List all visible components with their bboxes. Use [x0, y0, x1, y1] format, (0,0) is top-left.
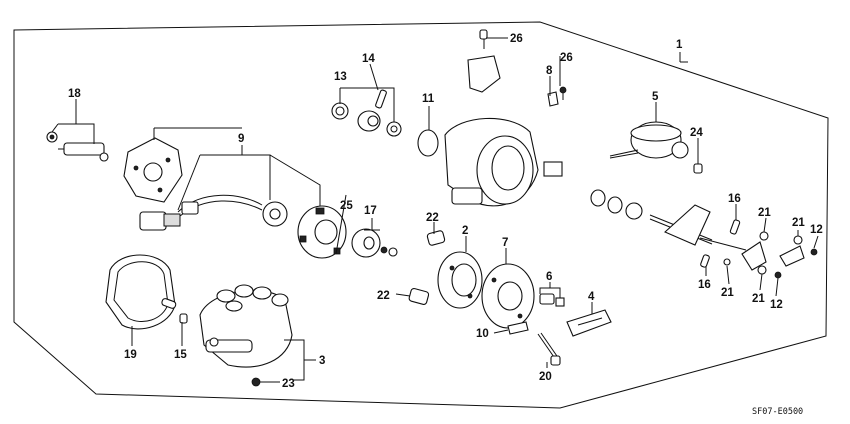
callout-16a: 16 [728, 193, 741, 205]
callout-14: 14 [362, 53, 375, 65]
callout-22b: 22 [377, 290, 390, 302]
callout-25: 25 [340, 200, 353, 212]
part-23-screw [251, 377, 272, 387]
callout-11: 11 [422, 93, 435, 105]
part-20-screw [537, 332, 561, 366]
callout-4: 4 [588, 291, 595, 303]
callout-3: 3 [319, 355, 325, 367]
callout-2: 2 [462, 225, 468, 237]
part-15-screws [161, 298, 188, 324]
part-6-contact-set [539, 293, 565, 307]
callout-20: 20 [539, 371, 552, 383]
part-22-plug-lower [408, 287, 430, 305]
part-8-clip [547, 86, 567, 107]
part-13-14-bushing-set [331, 89, 402, 137]
part-26-screw-top [479, 29, 488, 49]
callout-26b: 26 [560, 52, 573, 64]
callout-10: 10 [476, 328, 489, 340]
leader-lines [51, 37, 819, 383]
part-2-rotor-plate [437, 251, 483, 309]
callout-17: 17 [364, 205, 377, 217]
callout-labels: 1 2 3 4 5 6 7 8 9 10 11 12 12 13 14 15 1… [68, 33, 823, 390]
part-5-vacuum-advance [609, 121, 689, 159]
callout-26a: 26 [510, 33, 523, 45]
part-advance-linkage [649, 204, 818, 279]
part-4-cover [566, 309, 612, 337]
callout-12b: 12 [770, 299, 783, 311]
assembly-boundary [13, 21, 829, 409]
callout-21b: 21 [792, 217, 805, 229]
part-7-breaker-plate [481, 263, 535, 335]
callout-7: 7 [502, 237, 508, 249]
callout-8: 8 [546, 65, 553, 77]
part-18-pin-assembly [46, 131, 109, 162]
part-9-pickup-harness [123, 137, 288, 231]
callout-1: 1 [676, 39, 683, 51]
callout-19: 19 [124, 349, 137, 361]
part-11-o-ring [417, 129, 439, 157]
callout-9: 9 [238, 133, 244, 145]
part-17-bearing [351, 228, 398, 258]
callout-13: 13 [334, 71, 347, 83]
part-housing [444, 55, 563, 207]
callout-5: 5 [652, 91, 659, 103]
callout-16b: 16 [698, 279, 711, 291]
diagram-code: SF07-E0500 [752, 407, 803, 417]
callout-15: 15 [174, 349, 187, 361]
callout-23: 23 [282, 378, 295, 390]
part-19-gasket [105, 254, 176, 330]
callout-21d: 21 [752, 293, 765, 305]
callout-12a: 12 [810, 224, 823, 236]
callout-24: 24 [690, 127, 703, 139]
part-24-screw [693, 150, 703, 174]
callout-6: 6 [546, 271, 552, 283]
part-washers [590, 189, 643, 220]
part-22-plug-upper [426, 230, 446, 246]
callout-22a: 22 [426, 212, 439, 224]
part-3-distributor-cap [199, 284, 293, 368]
callout-21c: 21 [721, 287, 734, 299]
callout-18: 18 [68, 88, 81, 100]
part-25-reluctor [297, 205, 347, 259]
callout-21a: 21 [758, 207, 771, 219]
